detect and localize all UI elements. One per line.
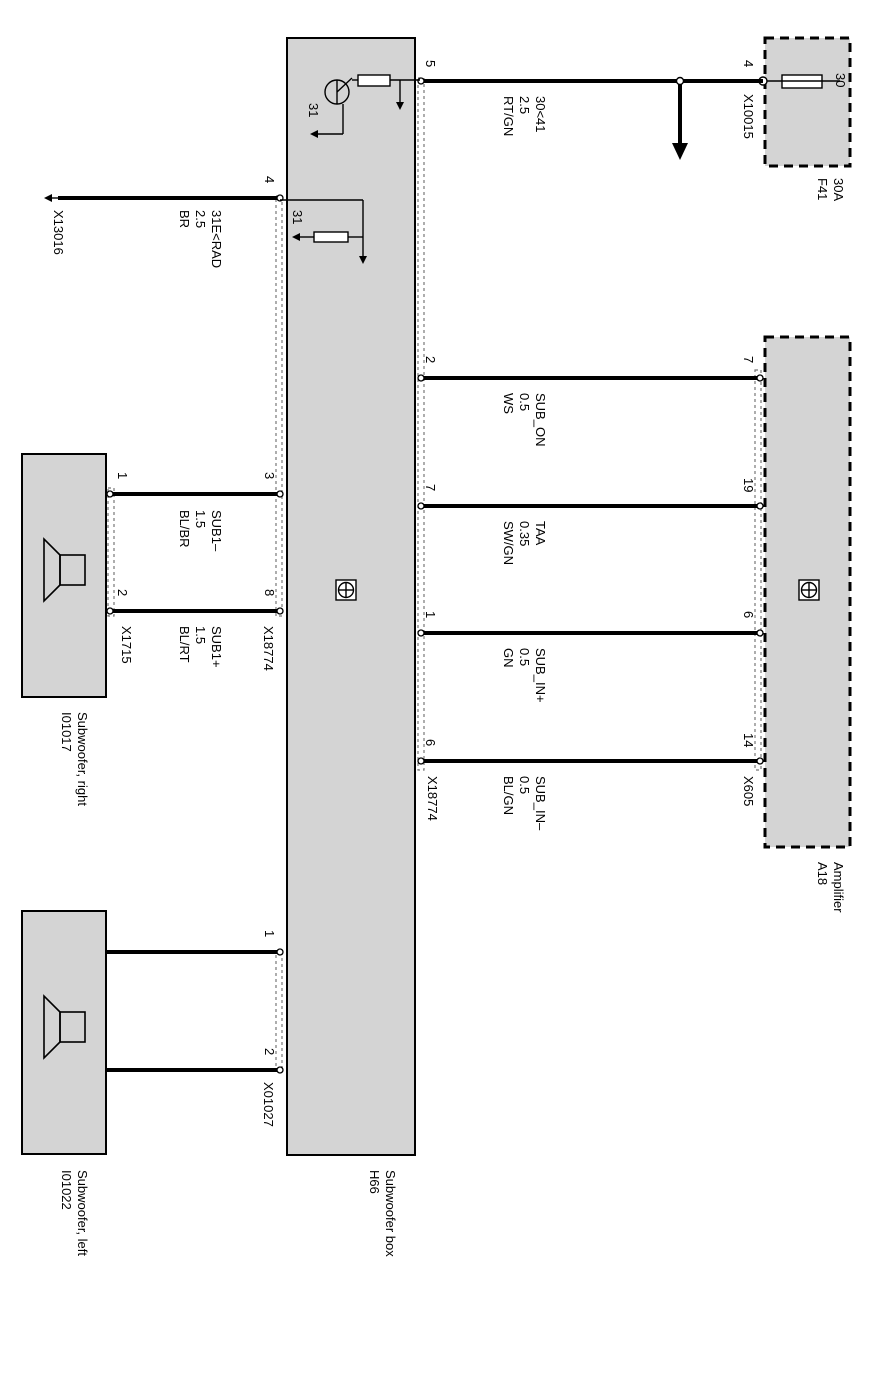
resistor-icon xyxy=(352,74,420,87)
sub-right-id-label: I01017 xyxy=(59,712,74,752)
wire-color-label: SW/GN xyxy=(501,521,516,565)
pin-label: 4 xyxy=(262,176,277,183)
fuse-f41-box xyxy=(763,36,852,168)
wire-gauge-label: 2.5 xyxy=(193,210,208,228)
connector-x18774-top xyxy=(417,77,425,771)
sub-left-id-label: I01022 xyxy=(59,1170,74,1210)
pin-label: 4 xyxy=(741,60,756,67)
wire-color-label: RT/GN xyxy=(501,96,516,136)
pin-label: 2 xyxy=(262,1048,277,1055)
connector-label-amp: X605 xyxy=(741,776,756,806)
fuse-rating-label: 30A xyxy=(831,178,846,201)
pin-label: 14 xyxy=(741,733,756,747)
sub-left-name-label: Subwoofer, left xyxy=(75,1170,90,1256)
amp-id-label: A18 xyxy=(815,862,830,885)
wire-signal-label: SUB_ON xyxy=(533,393,548,446)
pin-label: 1 xyxy=(423,611,438,618)
wire-color-label: WS xyxy=(501,393,516,414)
connector-label-fuse: X10015 xyxy=(741,94,756,139)
fuse-id-label: F41 xyxy=(815,178,830,200)
wire-signal-label: SUB1– xyxy=(209,510,224,552)
connector-x605 xyxy=(754,369,762,771)
arrow-down-icon xyxy=(396,80,404,110)
connector-label-sub-right: X1715 xyxy=(119,626,134,664)
box-name-label: Subwoofer box xyxy=(383,1170,398,1257)
pin-label: 6 xyxy=(741,611,756,618)
wire-gauge-label: 2.5 xyxy=(517,96,532,114)
wire-gauge-label: 0.5 xyxy=(517,776,532,794)
wire-color-label: BL/BR xyxy=(177,510,192,548)
pin-label: 7 xyxy=(741,356,756,363)
pin-label: 1 xyxy=(262,930,277,937)
pin-label: 2 xyxy=(423,356,438,363)
connector-label-ground: X13016 xyxy=(51,210,66,255)
wire-color-label: GN xyxy=(501,648,516,668)
subwoofer-right-body xyxy=(21,453,107,698)
pin-label: 19 xyxy=(741,478,756,492)
speaker-icon xyxy=(43,537,86,603)
wire-signal-label: 30<41 xyxy=(533,96,548,133)
wire-color-label: BR xyxy=(177,210,192,228)
subwoofer-left-body xyxy=(21,910,107,1155)
pin-label: 1 xyxy=(115,472,130,479)
connector-label-box-top: X18774 xyxy=(425,776,440,821)
wire-gauge-label: 0.35 xyxy=(517,521,532,546)
resistor-icon xyxy=(280,199,367,264)
pin-label: 6 xyxy=(423,739,438,746)
connector-label-box-mid: X18774 xyxy=(261,626,276,671)
pin-label: 3 xyxy=(262,472,277,479)
pin-label: 8 xyxy=(262,589,277,596)
connector-x18774-mid xyxy=(275,195,283,617)
amp-name-label: Amplifier xyxy=(831,862,846,913)
speaker-icon xyxy=(43,994,86,1060)
wire-signal-label: SUB_IN– xyxy=(533,776,548,831)
ground-icon xyxy=(44,194,58,202)
connector-label-box-left: X01027 xyxy=(261,1082,276,1127)
pin-label: 2 xyxy=(115,589,130,596)
box-id-label: H66 xyxy=(367,1170,382,1194)
wire-gauge-label: 0.5 xyxy=(517,393,532,411)
wire-signal-label: SUB1+ xyxy=(209,626,224,668)
ground-31-top-label: 31 xyxy=(306,103,321,117)
branch-arrow-icon xyxy=(672,76,688,160)
manufacturer-logo-icon xyxy=(335,579,357,601)
manufacturer-logo-icon xyxy=(798,579,820,601)
wire-gauge-label: 1.5 xyxy=(193,510,208,528)
wire-signal-label: TAA xyxy=(533,521,548,546)
sub-right-name-label: Subwoofer, right xyxy=(75,712,90,806)
wire-color-label: BL/GN xyxy=(501,776,516,815)
connector-x1715 xyxy=(107,487,115,617)
fuse-terminal-label: 30 xyxy=(833,73,848,87)
transistor-icon xyxy=(324,77,353,105)
wire-signal-label: 31E<RAD xyxy=(209,210,224,268)
ground-31-mid-label: 31 xyxy=(290,210,305,224)
pin-label: 5 xyxy=(423,60,438,67)
pin-markers xyxy=(106,77,764,1074)
pin-label: 7 xyxy=(423,484,438,491)
wire-gauge-label: 0.5 xyxy=(517,648,532,666)
wire-color-label: BL/RT xyxy=(177,626,192,663)
wire-gauge-label: 1.5 xyxy=(193,626,208,644)
ground-icon xyxy=(310,104,344,138)
wire-signal-label: SUB_IN+ xyxy=(533,648,548,703)
